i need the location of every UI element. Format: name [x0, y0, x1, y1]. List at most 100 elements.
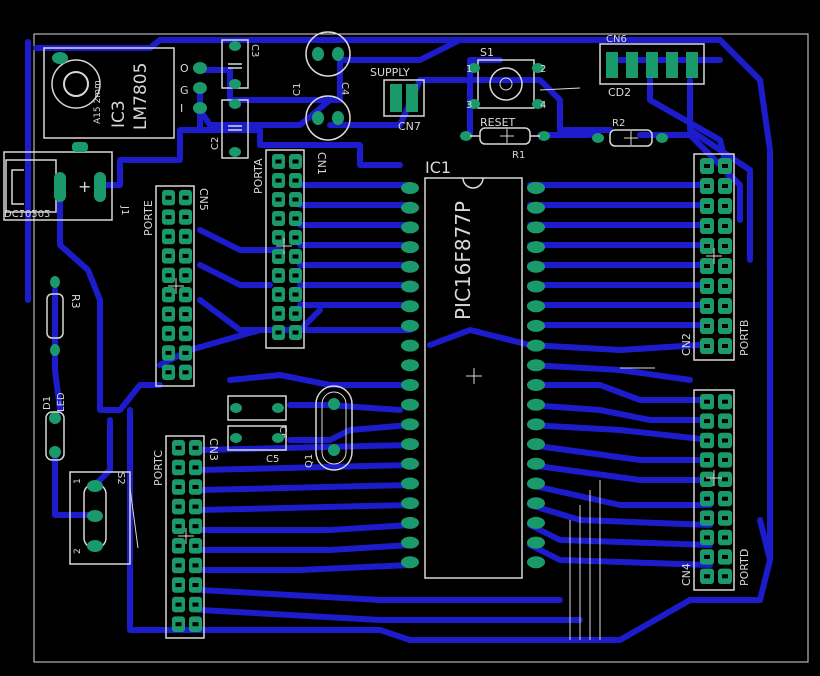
pad-hole — [192, 524, 199, 529]
capacitor-c6: C6 — [227, 395, 288, 439]
pad-hole — [722, 535, 728, 540]
ic1-pin-pad — [527, 201, 545, 214]
pad-hole — [722, 284, 728, 288]
pad-hole — [704, 496, 710, 501]
ic1-pin-pad — [527, 280, 545, 293]
pad-hole — [704, 344, 710, 348]
pad-hole — [182, 312, 189, 317]
sw-pin-4: 4 — [540, 100, 546, 111]
lm7805-label: LM7805 — [131, 63, 151, 130]
capacitor-c1: C1 — [292, 83, 351, 141]
pad-hole — [722, 457, 728, 462]
c6-label: C6 — [277, 426, 288, 439]
pad-hole — [292, 330, 299, 335]
ic1-pin-pad — [527, 457, 545, 470]
ic1-part-label: PIC16F877P — [451, 201, 475, 320]
pad-hole — [275, 197, 282, 202]
ic1-pin-pad — [527, 182, 545, 194]
pad-hole — [275, 292, 282, 297]
pad-hole — [182, 331, 189, 336]
pad-hole — [175, 504, 182, 509]
pad-hole — [704, 535, 710, 540]
pad-hole — [722, 399, 728, 404]
pad-hole — [722, 264, 728, 268]
ic1-pin-pad — [401, 536, 419, 549]
ic1-pin-pad — [401, 457, 419, 470]
pad-hole — [165, 215, 172, 220]
ic3-label: IC3 — [109, 100, 129, 128]
resistor-r1: RESET R1 — [460, 116, 550, 161]
ic1-pin-pad — [401, 201, 419, 214]
pad-hole — [704, 164, 710, 168]
pad-hole — [704, 399, 710, 404]
connector-cn4: PORTD CN4 — [680, 389, 751, 591]
pad-hole — [275, 330, 282, 335]
led-label: LED — [56, 392, 67, 412]
pad-hole — [182, 215, 189, 220]
pad-hole — [704, 419, 710, 424]
origin-markers — [168, 129, 722, 544]
cn2-label: CN2 — [680, 333, 693, 356]
ic1-pin-pad — [401, 319, 419, 332]
pad-hole — [165, 273, 172, 278]
pad-hole — [165, 312, 172, 317]
r1-label: R1 — [512, 150, 525, 161]
pad-hole — [292, 292, 299, 297]
pad-hole — [175, 524, 182, 529]
ic1-pin-pad — [527, 221, 545, 234]
pad-hole — [175, 543, 182, 548]
ic1-pin-pad — [401, 260, 419, 273]
resistor-r2: R2 — [592, 118, 668, 147]
pad-hole — [165, 370, 172, 375]
supply-label: SUPPLY — [370, 66, 410, 79]
supply-connector-cn7: SUPPLY CN7 — [370, 66, 425, 133]
pad-hole — [722, 204, 728, 208]
ic1-pin-pad — [527, 260, 545, 273]
cn6-label: CN6 — [606, 34, 627, 45]
pad-hole — [292, 197, 299, 202]
pad-hole — [722, 244, 728, 248]
ic1-pin-pad — [401, 339, 419, 352]
ic1-pin-pad — [527, 418, 545, 431]
capacitor-c4: C4 — [305, 31, 351, 95]
pad-hole — [192, 583, 199, 587]
pad-hole — [722, 324, 728, 328]
cn4-label: CN4 — [680, 563, 693, 586]
pad-hole — [182, 350, 189, 355]
ic1-pin-pad — [527, 497, 545, 510]
pad-hole — [292, 178, 299, 183]
pad-hole — [704, 438, 710, 443]
cn1-label: CN1 — [315, 152, 328, 175]
pad-hole — [722, 477, 728, 482]
pad-hole — [704, 457, 710, 462]
pad-hole — [165, 195, 172, 200]
pad-hole — [175, 602, 182, 607]
pad-hole — [722, 496, 728, 501]
pad-hole — [192, 622, 199, 627]
heatsink-label: A15 2mm — [93, 80, 103, 124]
pad-hole — [175, 485, 182, 489]
ic1-pin-pad — [527, 536, 545, 549]
reg-i-label: I — [180, 102, 183, 115]
pad-hole — [704, 204, 710, 208]
pad-hole — [292, 311, 299, 316]
pad-hole — [704, 244, 710, 248]
pad-hole — [722, 419, 728, 424]
jumper-wires — [129, 87, 655, 640]
ic1-pin-pad — [401, 280, 419, 293]
capacitor-c5: C5 — [227, 425, 287, 465]
portd-label: PORTD — [738, 549, 751, 586]
capacitor-c3: C3 — [221, 39, 260, 89]
portc-label: PORTC — [152, 450, 165, 486]
ic1-pin-pad — [401, 497, 419, 510]
pad-hole — [192, 543, 199, 548]
pad-hole — [182, 370, 189, 375]
ic1-pin-pad — [527, 556, 545, 569]
connector-cn3: PORTC CN3 — [152, 435, 220, 639]
pad-hole — [182, 195, 189, 200]
pad-hole — [704, 554, 710, 559]
pad-hole — [192, 563, 199, 568]
dc-part-label: DC10202 — [4, 207, 51, 218]
pad-hole — [165, 253, 172, 258]
ic1-pin-pad — [527, 379, 545, 391]
